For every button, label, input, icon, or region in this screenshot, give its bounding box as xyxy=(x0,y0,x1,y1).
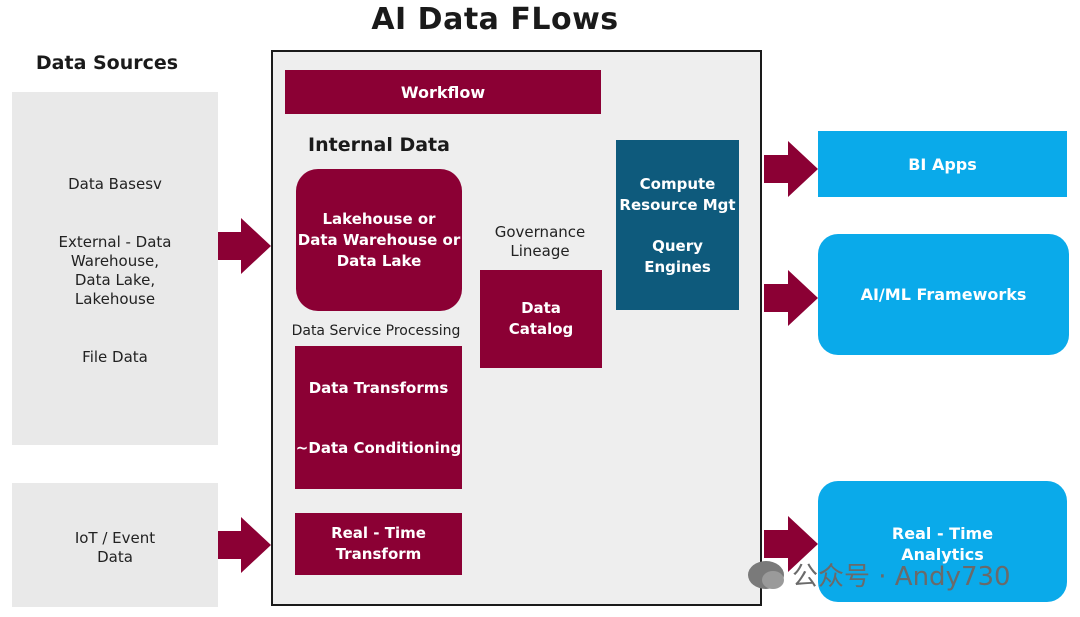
source-external-line4: Lakehouse xyxy=(74,290,156,308)
compute-line2: Resource Mgt xyxy=(619,196,736,214)
aiml-frameworks-box: AI/ML Frameworks xyxy=(818,234,1069,355)
data-catalog-line1: Data xyxy=(521,299,561,317)
source-iot-line1: IoT / Event xyxy=(74,529,156,547)
lakehouse-line3: Data Lake xyxy=(336,251,422,270)
governance-line: Governance xyxy=(494,223,586,241)
internal-data-heading: Internal Data xyxy=(308,134,450,156)
arrow-main-to-rta xyxy=(764,516,818,572)
data-transforms-label: Data Transforms xyxy=(308,378,449,397)
sources-box-iot: IoT / Event Data xyxy=(12,483,218,607)
diagram-title: AI Data FLows xyxy=(371,2,619,37)
realtime-transform-box: Real - Time Transform xyxy=(295,513,462,575)
lakehouse-line1: Lakehouse or xyxy=(322,209,436,228)
aiml-frameworks-label: AI/ML Frameworks xyxy=(860,285,1027,304)
source-external-line1: External - Data xyxy=(58,233,172,251)
bi-apps-box: BI Apps xyxy=(818,131,1067,197)
realtime-transform-line1: Real - Time xyxy=(331,524,426,542)
source-databases: Data Basesv xyxy=(68,175,162,193)
lakehouse-box: Lakehouse or Data Warehouse or Data Lake xyxy=(296,169,462,311)
realtime-analytics-line1: Real - Time xyxy=(891,524,994,543)
realtime-analytics-box: Real - Time Analytics xyxy=(818,481,1067,602)
source-external-line2: Warehouse, xyxy=(70,252,160,270)
source-external-line3: Data Lake, xyxy=(74,271,156,289)
compute-line1: Compute xyxy=(639,175,716,193)
data-catalog-line2: Catalog xyxy=(508,320,574,338)
data-catalog-box: Data Catalog xyxy=(480,270,602,368)
data-transforms-box: Data Transforms ~Data Conditioning xyxy=(295,346,462,489)
data-sources-heading: Data Sources xyxy=(35,52,179,74)
bi-apps-label: BI Apps xyxy=(908,154,977,174)
watermark: 公众号 · Andy730 xyxy=(748,556,1011,593)
sources-box-main: Data Basesv External - Data Warehouse, D… xyxy=(12,92,218,445)
query-line2: Engines xyxy=(644,258,711,276)
data-conditioning-label: ~Data Conditioning xyxy=(295,438,462,457)
compute-query-box: Compute Resource Mgt Query Engines xyxy=(616,140,739,310)
arrow-iot-to-main xyxy=(218,517,271,573)
wechat-icon xyxy=(748,560,784,589)
realtime-transform-line2: Transform xyxy=(335,545,422,563)
data-service-processing-label: Data Service Processing xyxy=(291,323,461,339)
source-iot-line2: Data xyxy=(97,548,133,566)
workflow-label: Workflow xyxy=(400,82,486,102)
arrow-main-to-bi xyxy=(764,141,818,197)
workflow-bar: Workflow xyxy=(285,70,601,114)
lakehouse-line2: Data Warehouse or xyxy=(297,230,461,249)
realtime-analytics-line2: Analytics xyxy=(901,545,984,564)
arrow-main-to-aiml xyxy=(764,270,818,326)
query-line1: Query xyxy=(652,237,703,255)
lineage-line: Lineage xyxy=(510,242,570,260)
arrow-sources-to-main xyxy=(218,218,271,274)
governance-lineage-label: Governance Lineage xyxy=(480,223,600,261)
source-file-data: File Data xyxy=(82,348,148,366)
watermark-text: 公众号 · Andy730 xyxy=(792,562,1011,592)
